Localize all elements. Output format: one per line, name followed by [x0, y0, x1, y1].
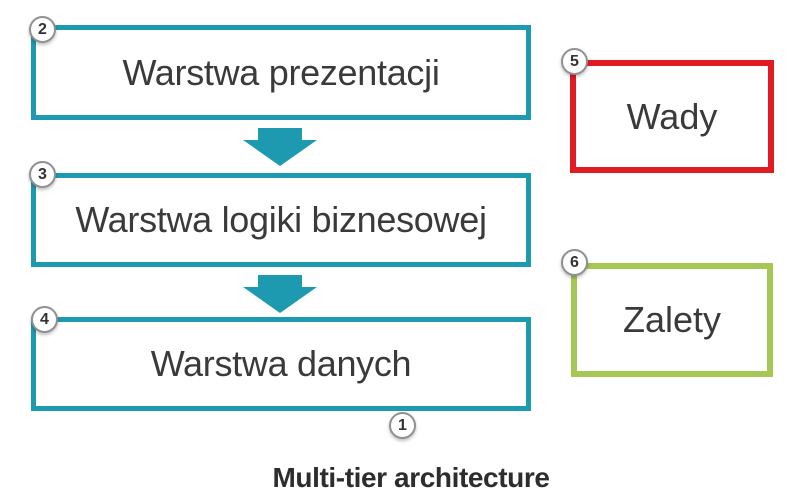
layer-box-data[interactable]: Warstwa danych — [31, 317, 531, 411]
side-label-disadvantages: Wady — [626, 95, 718, 137]
layer-box-business-logic[interactable]: Warstwa logiki biznesowej — [31, 173, 531, 267]
side-box-disadvantages[interactable]: Wady — [570, 60, 774, 173]
layer-label-presentation: Warstwa prezentacji — [122, 51, 440, 93]
side-label-advantages: Zalety — [622, 299, 722, 340]
layer-label-business-logic: Warstwa logiki biznesowej — [75, 199, 487, 240]
down-arrow-icon — [243, 128, 317, 166]
down-arrow-icon — [243, 275, 317, 313]
marker-badge-2: 2 — [29, 16, 56, 43]
diagram-title: Multi-tier architecture — [272, 462, 550, 493]
arrow-head — [243, 140, 317, 166]
layer-box-presentation[interactable]: Warstwa prezentacji — [31, 25, 531, 120]
marker-badge-4: 4 — [31, 306, 58, 333]
side-box-advantages[interactable]: Zalety — [571, 263, 773, 377]
arrow-shaft — [258, 275, 302, 287]
marker-badge-5: 5 — [561, 48, 588, 75]
layer-label-data: Warstwa danych — [150, 343, 412, 384]
marker-badge-3: 3 — [29, 161, 56, 188]
arrow-head — [243, 287, 317, 313]
arrow-shaft — [258, 128, 302, 140]
marker-badge-1: 1 — [389, 412, 416, 439]
marker-badge-6: 6 — [561, 249, 588, 276]
